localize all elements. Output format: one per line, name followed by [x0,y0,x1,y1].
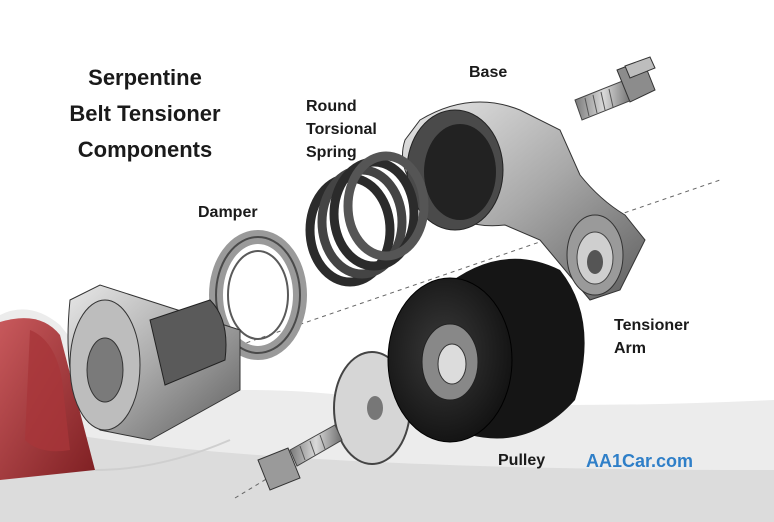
label-tensioner-arm-line-2: Arm [614,340,647,357]
diagram-title: Serpentine Belt Tensioner Components [60,60,230,168]
title-line-1: Serpentine [88,65,202,90]
bolt-top [574,56,656,121]
tensioner-base [402,101,646,301]
label-spring-line-3: Spring [306,144,357,161]
damper-ring [209,230,307,360]
bolt-bottom [257,424,343,491]
title-line-2: Belt Tensioner [69,101,221,126]
title-line-3: Components [77,137,213,162]
label-spring-line-1: Round [306,98,357,115]
site-credit: AA1Car.com [586,451,694,471]
torsional-spring [305,151,429,287]
label-base: Base [469,64,508,81]
label-damper: Damper [198,204,258,221]
label-tensioner-arm-line-1: Tensioner [614,317,690,334]
label-spring-line-2: Torsional [306,121,377,138]
label-pulley: Pulley [498,452,546,469]
pivot-housing [67,284,241,441]
pulley [387,258,585,443]
